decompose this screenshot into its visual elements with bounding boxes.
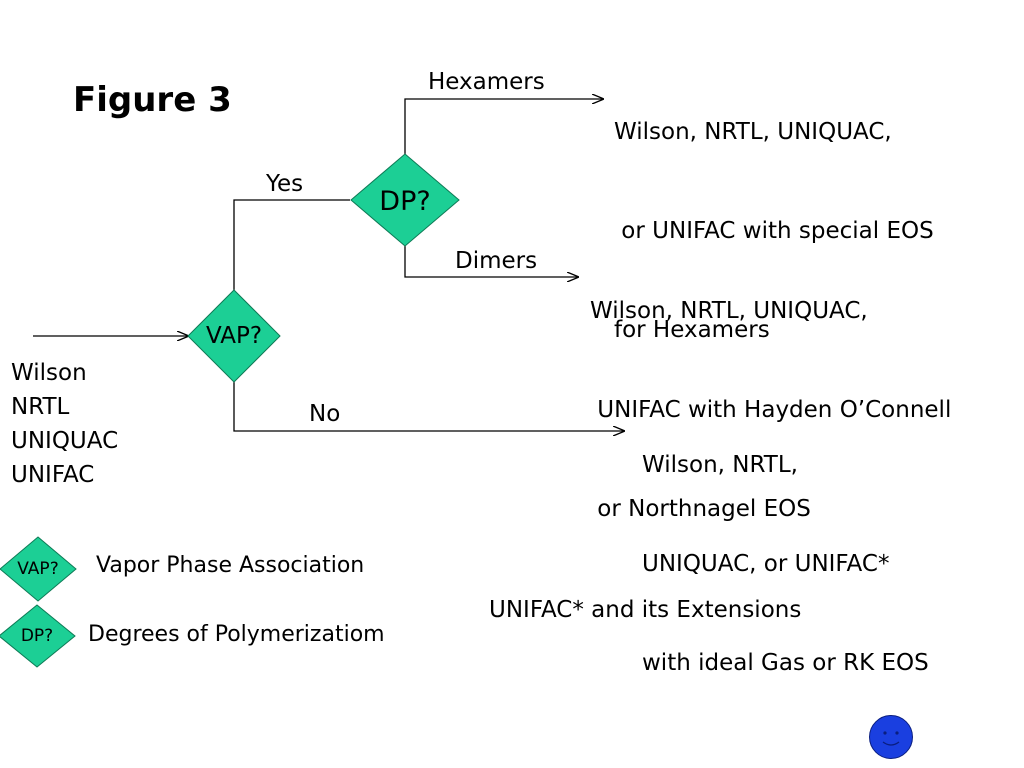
dp-node-label: DP? [379,185,431,217]
legend-vap-diamond [0,536,77,602]
legend-dp-symbol: DP? [20,626,54,646]
outcome-line: Wilson, NRTL, UNIQUAC, [614,119,892,145]
unifac-footnote: UNIFAC* and its Extensions [489,597,802,623]
input-model: NRTL [11,394,70,420]
outcome-line: for Hexamers [614,317,770,343]
input-model: UNIFAC [11,462,95,488]
dimers-label: Dimers [455,248,538,274]
hexamers-label: Hexamers [428,69,545,95]
no-label: No [309,401,341,427]
input-models-list: Wilson NRTL UNIQUAC UNIFAC [11,356,118,492]
vap-diamond [187,289,281,383]
input-model: Wilson [11,360,87,386]
yes-label: Yes [266,171,304,197]
legend-vap-symbol: VAP? [17,559,59,579]
outcome-line: Wilson, NRTL, UNIQUAC, [590,298,868,324]
legend-vap-text: Vapor Phase Association [96,553,365,578]
hexamers-connector [404,99,603,154]
yes-connector [233,199,350,290]
dimers-connector [404,246,578,277]
outcome-line: UNIFAC with Hayden O’Connell [590,397,952,423]
outcome-line: with ideal Gas or RK EOS [642,650,929,676]
dp-diamond [350,153,460,247]
smiley-face-icon[interactable] [869,715,913,759]
outcome-line: Wilson, NRTL, [642,452,798,478]
outcome-line: or Northnagel EOS [590,496,811,522]
legend-dp-text: Degrees of Polymerizatiom [88,622,385,647]
hexamers-outcome: Wilson, NRTL, UNIQUAC, or UNIFAC with sp… [614,50,934,380]
no-connector [233,382,624,431]
legend-dp-diamond [0,604,76,668]
no-outcome: Wilson, NRTL, UNIQUAC, or UNIFAC* with i… [642,383,929,713]
dimers-outcome: Wilson, NRTL, UNIQUAC, UNIFAC with Hayde… [590,229,951,559]
figure-title: Figure 3 [73,80,232,120]
outcome-line: UNIQUAC, or UNIFAC* [642,551,890,577]
vap-node-label: VAP? [205,323,263,349]
input-model: UNIQUAC [11,428,119,454]
outcome-line: or UNIFAC with special EOS [614,218,934,244]
